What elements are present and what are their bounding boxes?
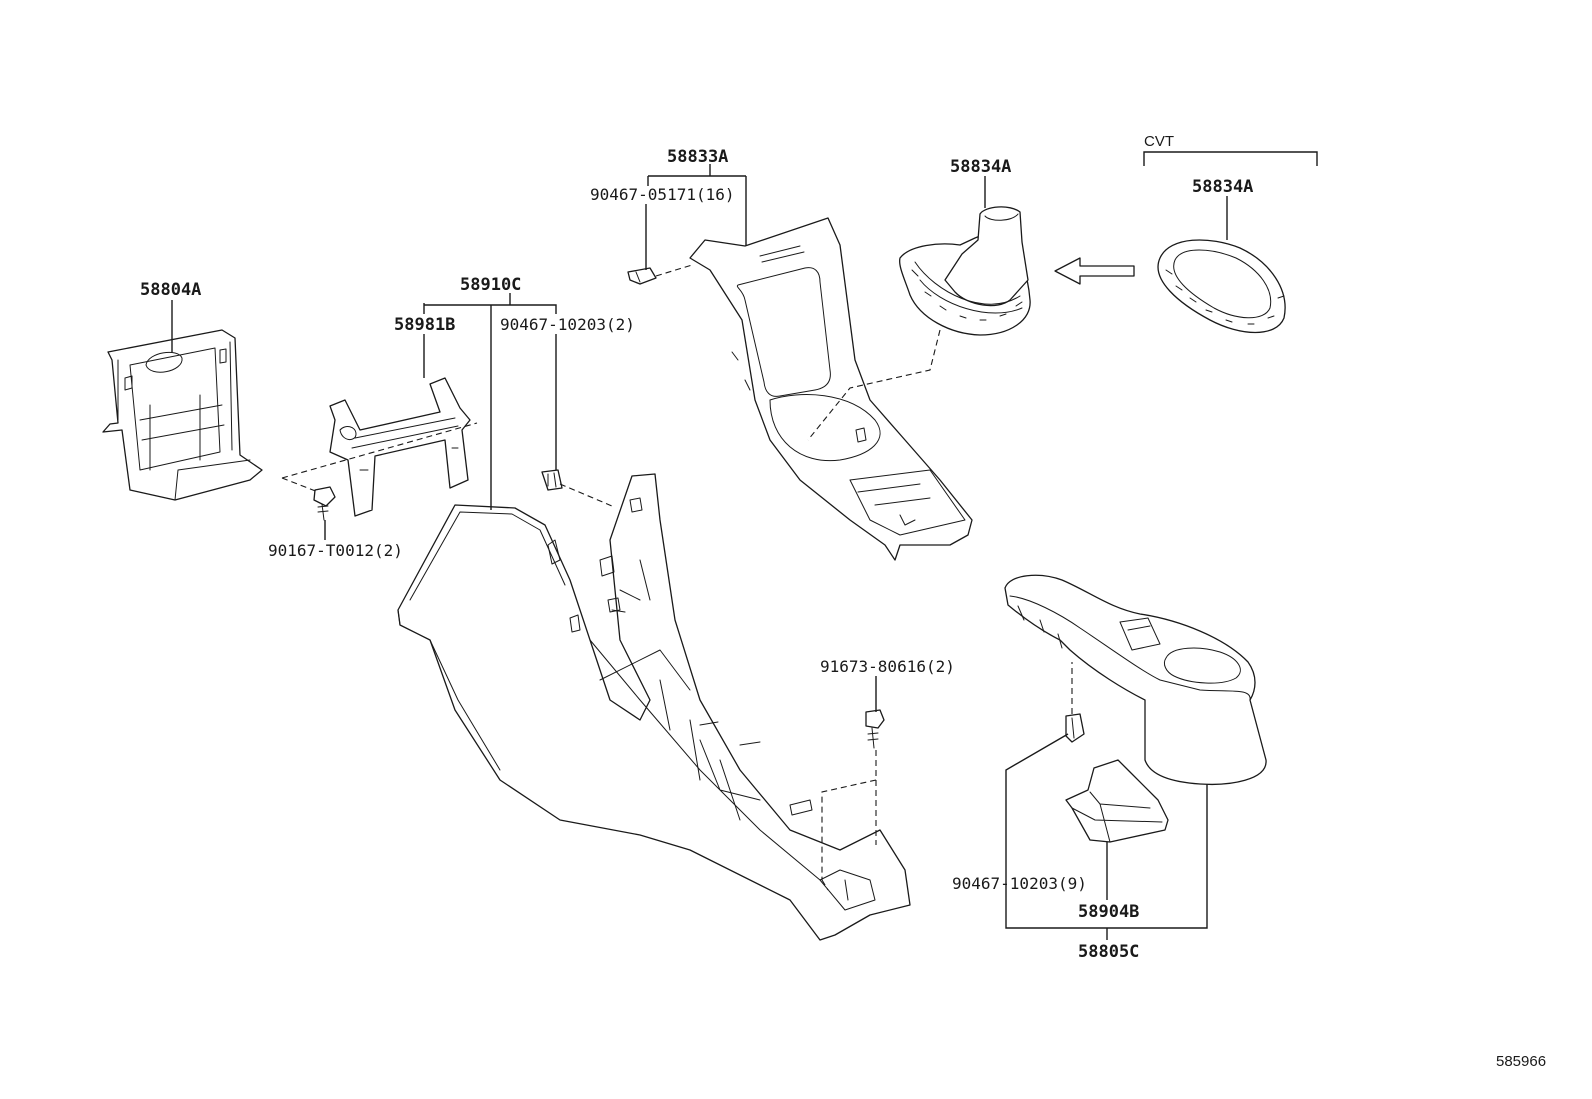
part-58833A-panel bbox=[689, 217, 973, 561]
label-91673-80616: 91673-80616(2) bbox=[820, 657, 955, 676]
label-58904B: 58904B bbox=[1078, 902, 1139, 922]
label-90167-T0012: 90167-T0012(2) bbox=[268, 541, 403, 560]
dash-91673 bbox=[821, 750, 877, 891]
part-58805C-armrest bbox=[1004, 574, 1267, 786]
clip-90467-10203-9 bbox=[1065, 713, 1085, 743]
label-group-cvt: CVT bbox=[1144, 133, 1174, 150]
clip-90467-10203-2 bbox=[541, 469, 563, 491]
label-58834A-main: 58834A bbox=[950, 157, 1011, 177]
screw-91673-80616 bbox=[865, 709, 885, 749]
arrow-left-icon bbox=[1054, 257, 1135, 285]
label-90467-10203-2: 90467-10203(2) bbox=[500, 315, 635, 334]
label-90467-05171: 90467-05171(16) bbox=[590, 185, 735, 204]
part-58981B-frame bbox=[329, 377, 471, 517]
part-58834A-cvt-ring bbox=[1157, 239, 1286, 334]
label-58833A: 58833A bbox=[667, 147, 728, 167]
part-58804A-bracket bbox=[102, 329, 263, 501]
clip-90467-05171 bbox=[627, 267, 657, 285]
screw-90167-T0012 bbox=[313, 486, 336, 521]
label-58910C: 58910C bbox=[460, 275, 521, 295]
dash-58834A bbox=[807, 329, 941, 441]
label-58981B: 58981B bbox=[394, 315, 455, 335]
figure-id: 585966 bbox=[1496, 1053, 1546, 1070]
label-58834A-cvt: 58834A bbox=[1192, 177, 1253, 197]
part-58910C-console bbox=[397, 473, 911, 941]
dash-clip-2 bbox=[559, 483, 613, 507]
dash-58981B bbox=[281, 422, 478, 493]
label-90467-10203-9: 90467-10203(9) bbox=[952, 874, 1087, 893]
part-58834A-boot bbox=[899, 206, 1031, 336]
dash-05171 bbox=[655, 264, 693, 277]
label-58804A: 58804A bbox=[140, 280, 201, 300]
leader-lines bbox=[171, 151, 1318, 940]
part-58904B-tray bbox=[1065, 759, 1169, 843]
label-58805C: 58805C bbox=[1078, 942, 1139, 962]
